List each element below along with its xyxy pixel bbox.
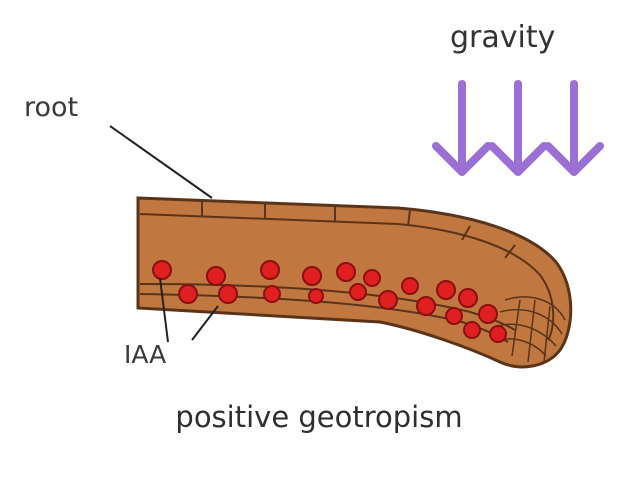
- auxin-dot: [336, 262, 356, 282]
- auxin-dot: [458, 288, 478, 308]
- gravity-arrows: [432, 80, 604, 176]
- auxin-dot: [206, 266, 226, 286]
- root-pointer-line: [109, 125, 213, 199]
- iaa-label: IAA: [124, 340, 167, 369]
- auxin-dot: [178, 284, 198, 304]
- iaa-pointer-line-1: [159, 277, 169, 343]
- label-pointers: [109, 125, 219, 343]
- down-arrow-icon: [432, 80, 492, 176]
- auxin-dot: [263, 285, 281, 303]
- auxin-dot: [260, 260, 280, 280]
- down-arrow-icon: [488, 80, 548, 176]
- root-cells: [201, 201, 516, 259]
- auxin-dot: [302, 266, 322, 286]
- auxin-dot: [416, 296, 436, 316]
- auxin-dot: [308, 288, 324, 304]
- auxin-dot: [218, 284, 238, 304]
- auxin-dot: [152, 260, 172, 280]
- root-cap: [497, 296, 566, 363]
- auxin-dot: [363, 269, 381, 287]
- auxin-dot: [478, 304, 498, 324]
- auxin-dot: [463, 321, 481, 339]
- gravity-label: gravity: [450, 20, 556, 55]
- auxin-dots: [152, 260, 507, 343]
- root-label: root: [24, 92, 79, 123]
- iaa-pointer-line-2: [191, 305, 219, 341]
- auxin-dot: [349, 283, 367, 301]
- auxin-dot: [489, 325, 507, 343]
- root-cell-layer: [139, 213, 555, 341]
- auxin-dot: [445, 307, 463, 325]
- down-arrow-icon: [544, 80, 604, 176]
- auxin-dot: [401, 277, 419, 295]
- auxin-dot: [436, 280, 456, 300]
- auxin-dot: [378, 290, 398, 310]
- caption: positive geotropism: [175, 400, 463, 434]
